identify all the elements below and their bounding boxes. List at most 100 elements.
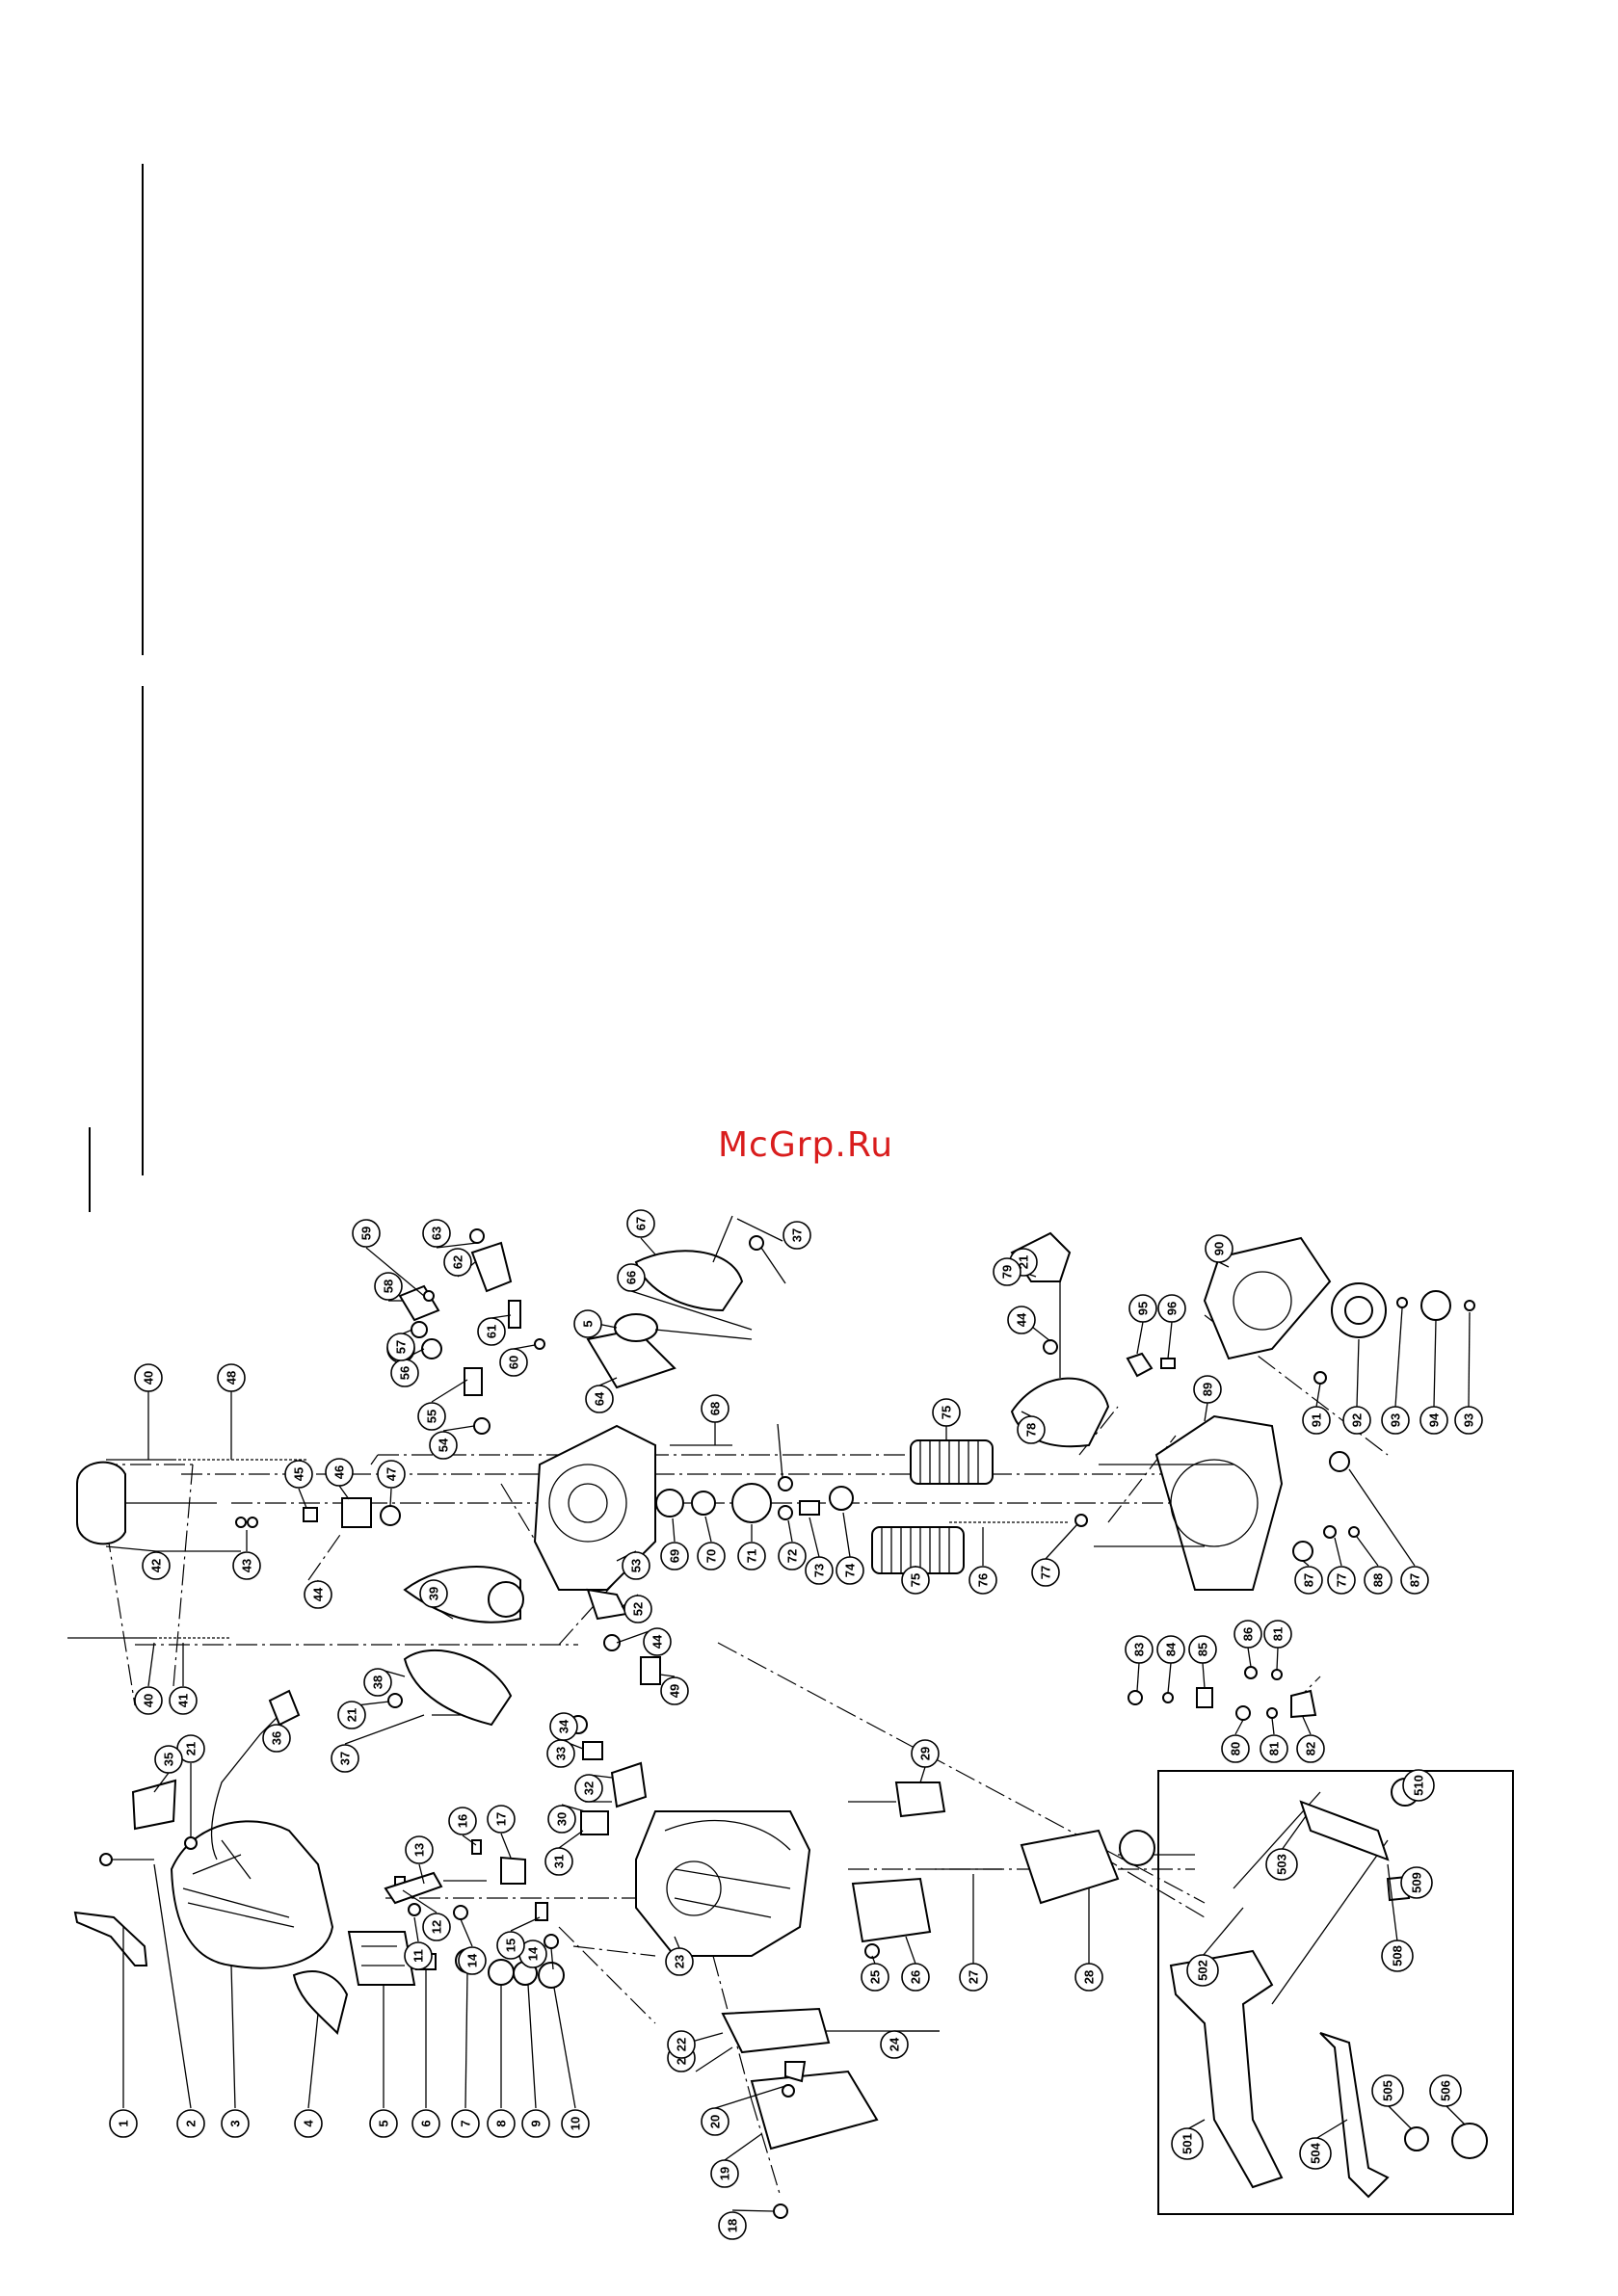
- callout-number: 86: [1241, 1627, 1256, 1641]
- callout-number: 1: [117, 2120, 131, 2126]
- callout-circle: [363, 1668, 392, 1697]
- callout-number: 14: [526, 1946, 541, 1961]
- callout-number: 58: [382, 1280, 396, 1293]
- callout-number: 73: [812, 1564, 827, 1577]
- callout-number: 17: [494, 1812, 509, 1826]
- callout-number: 11: [411, 1949, 426, 1963]
- callout-circle: [968, 1566, 997, 1595]
- callout-number: 83: [1132, 1643, 1147, 1656]
- callout-circle: [959, 1963, 988, 1992]
- callout-circle: [337, 1701, 366, 1729]
- callout-number: 95: [1136, 1302, 1151, 1315]
- callout-number: 96: [1165, 1302, 1180, 1315]
- callout-circle: [701, 2107, 729, 2136]
- callout-circle: [544, 1847, 573, 1876]
- callout-circle: [134, 1363, 163, 1392]
- callout-circle: [448, 1807, 477, 1835]
- callout-number: 61: [485, 1325, 499, 1338]
- callout-number: 42: [149, 1559, 164, 1572]
- callout-circle: [487, 2109, 516, 2138]
- callout-number: 93: [1462, 1413, 1476, 1427]
- callout-circle: [626, 1209, 655, 1238]
- accessory-inset-box: [1157, 1770, 1514, 2215]
- callout-number: 45: [292, 1467, 306, 1481]
- callout-circle: [1205, 1234, 1233, 1263]
- callout-number: 46: [332, 1465, 347, 1479]
- callout-number: 66: [624, 1271, 639, 1284]
- callout-number: 89: [1201, 1383, 1215, 1396]
- callout-leaders: [105, 1218, 1471, 2212]
- callout-number: 7: [459, 2120, 473, 2126]
- callout-circle: [701, 1394, 729, 1423]
- callout-number: 57: [394, 1340, 409, 1354]
- callout-circle: [805, 1556, 834, 1585]
- callout-number: 36: [270, 1731, 284, 1745]
- callout-circle: [1156, 1635, 1185, 1664]
- callout-circle: [1128, 1294, 1157, 1323]
- callout-circle: [718, 2211, 747, 2240]
- callout-circle: [377, 1460, 406, 1489]
- callout-number: 5: [581, 1320, 596, 1327]
- callout-number: 55: [425, 1410, 439, 1423]
- callout-number: 15: [504, 1939, 518, 1952]
- callout-circle: [1031, 1558, 1060, 1587]
- callout-number: 505: [1381, 2080, 1395, 2101]
- callout-number: 56: [398, 1366, 412, 1380]
- callout-circle: [109, 2109, 138, 2138]
- callout-circle: [1381, 1940, 1414, 1972]
- callout-number: 501: [1180, 2133, 1195, 2154]
- callout-number: 30: [555, 1812, 570, 1826]
- callout-circle: [499, 1348, 528, 1377]
- callout-circle: [932, 1398, 961, 1427]
- callout-number: 41: [176, 1694, 191, 1707]
- callout-number: 37: [790, 1228, 805, 1242]
- callout-number: 74: [843, 1563, 858, 1577]
- callout-number: 76: [976, 1573, 991, 1587]
- callout-circle: [911, 1739, 940, 1768]
- callout-circle: [1074, 1963, 1103, 1992]
- callout-circle: [487, 1805, 516, 1834]
- callout-number: 12: [430, 1920, 444, 1934]
- callout-circle: [660, 1676, 689, 1705]
- callout-circle: [1454, 1406, 1483, 1435]
- callout-circle: [154, 1745, 183, 1774]
- callout-number: 35: [162, 1753, 176, 1766]
- callout-number: 32: [582, 1781, 597, 1795]
- callout-circle: [993, 1257, 1021, 1286]
- callout-circle: [134, 1686, 163, 1715]
- callout-number: 26: [909, 1970, 923, 1984]
- callout-number: 5: [377, 2120, 391, 2126]
- callout-number: 75: [909, 1573, 923, 1587]
- callout-number: 67: [634, 1217, 649, 1230]
- callout-circle: [374, 1272, 403, 1301]
- callout-number: 72: [785, 1549, 800, 1563]
- callout-circle: [1017, 1415, 1046, 1444]
- callout-circle: [422, 1913, 451, 1941]
- callout-circle: [369, 2109, 398, 2138]
- callout-number: 31: [552, 1855, 567, 1868]
- callout-number: 80: [1229, 1742, 1243, 1755]
- callout-circle: [411, 2109, 440, 2138]
- callout-circle: [782, 1221, 811, 1250]
- callout-number: 13: [412, 1843, 427, 1857]
- callout-number: 8: [494, 2120, 509, 2126]
- callout-circle: [1371, 2074, 1404, 2107]
- callout-number: 88: [1371, 1573, 1386, 1587]
- callout-circle: [1342, 1406, 1371, 1435]
- callout-circle: [617, 1263, 646, 1292]
- callout-circle: [331, 1744, 359, 1773]
- callout-circle: [623, 1595, 652, 1623]
- callout-circle: [1007, 1306, 1036, 1334]
- callout-circle: [549, 1712, 578, 1741]
- callout-number: 25: [868, 1970, 883, 1984]
- callout-circle: [1327, 1566, 1356, 1595]
- callout-number: 91: [1310, 1413, 1324, 1427]
- callout-circle: [1381, 1406, 1410, 1435]
- callout-circle: [477, 1317, 506, 1346]
- callout-number: 81: [1267, 1742, 1282, 1755]
- callout-circle: [404, 1941, 433, 1970]
- callout-circle: [1157, 1294, 1186, 1323]
- callout-number: 16: [456, 1814, 470, 1828]
